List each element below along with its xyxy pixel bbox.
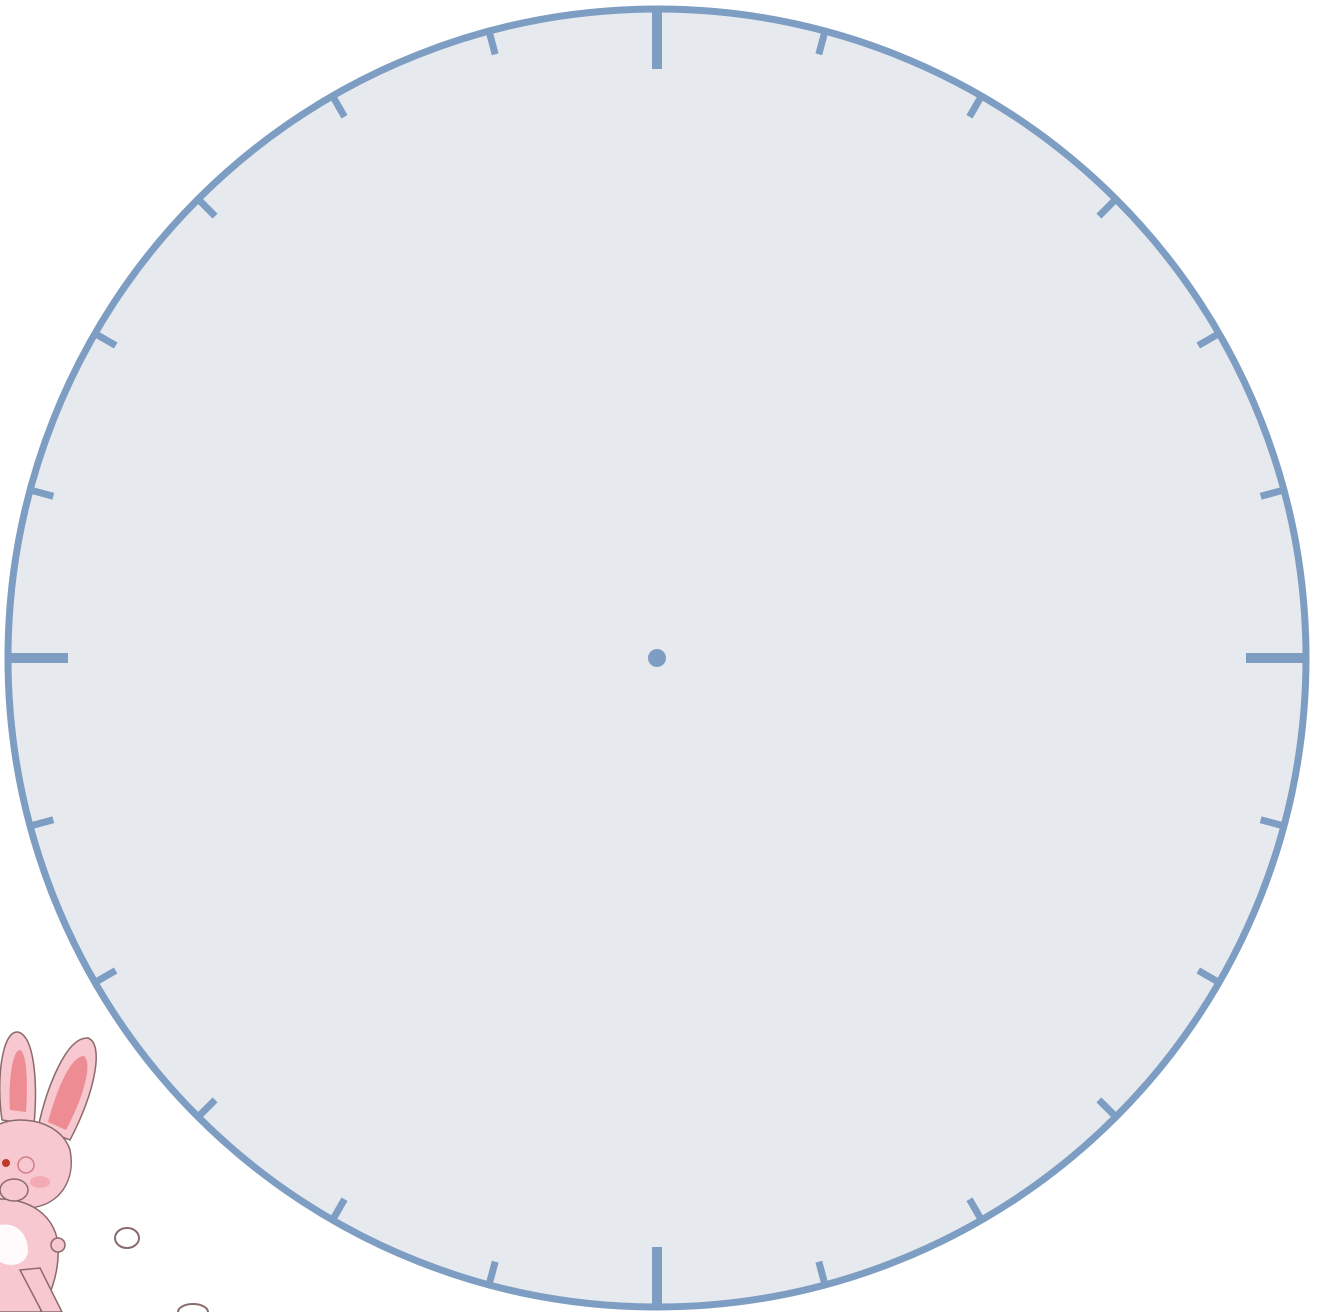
clock-face: [8, 9, 1306, 1307]
bubble-icon: [115, 1228, 208, 1312]
bunny-illustration-icon: [0, 1032, 96, 1312]
center-pivot-dot: [648, 649, 666, 667]
